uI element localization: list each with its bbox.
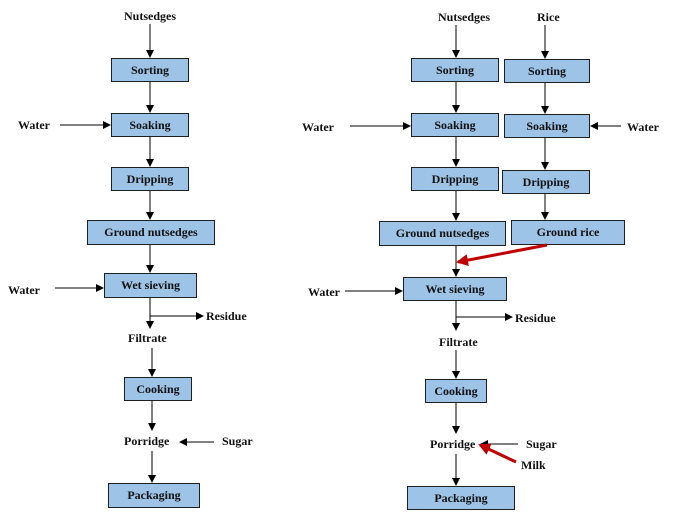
left-porridge-label: Porridge bbox=[124, 434, 170, 448]
left-residue-label: Residue bbox=[206, 309, 247, 323]
left-arrows bbox=[55, 24, 214, 483]
left-input-nutsedges: Nutsedges bbox=[124, 9, 177, 23]
right-arrow-residue bbox=[455, 301, 513, 321]
left-dripping-box: Dripping bbox=[111, 167, 189, 191]
right-milk-label: Milk bbox=[521, 458, 546, 472]
red-arrow-groundrice-wetsieving bbox=[456, 243, 548, 267]
right-cooking-box: Cooking bbox=[425, 379, 487, 403]
right-wet-sieving-box: Wet sieving bbox=[403, 277, 507, 301]
right-sugar-label: Sugar bbox=[526, 437, 557, 451]
right-water-soaking-rice-label: Water bbox=[627, 120, 659, 134]
right-water-soaking-nutsedges-label: Water bbox=[302, 120, 334, 134]
right-input-nutsedges: Nutsedges bbox=[438, 10, 491, 24]
left-packaging-box: Packaging bbox=[108, 483, 200, 508]
right-dripping-rice-box: Dripping bbox=[502, 170, 590, 194]
red-arrow-milk-porridge bbox=[478, 443, 517, 464]
left-ground-nutsedges-box: Ground nutsedges bbox=[87, 220, 215, 245]
right-arrows bbox=[345, 25, 621, 486]
right-sorting-rice-box: Sorting bbox=[504, 59, 590, 83]
left-soaking-box: Soaking bbox=[111, 113, 189, 137]
right-ground-nutsedges-box: Ground nutsedges bbox=[379, 221, 506, 246]
right-residue-label: Residue bbox=[515, 311, 556, 325]
left-cooking-box: Cooking bbox=[124, 377, 192, 401]
highlight-arrows bbox=[456, 243, 548, 464]
right-water-sieving-label: Water bbox=[308, 285, 340, 299]
left-arrow-residue bbox=[149, 298, 204, 320]
left-water-soaking-label: Water bbox=[18, 118, 50, 132]
left-filtrate-label: Filtrate bbox=[128, 331, 167, 345]
left-sugar-label: Sugar bbox=[222, 434, 253, 448]
right-soaking-nutsedges-box: Soaking bbox=[411, 113, 499, 137]
left-sorting-box: Sorting bbox=[111, 58, 189, 82]
right-packaging-box: Packaging bbox=[407, 486, 515, 510]
right-dripping-nutsedges-box: Dripping bbox=[411, 167, 499, 191]
right-porridge-label: Porridge bbox=[430, 437, 476, 451]
right-filtrate-label: Filtrate bbox=[439, 335, 478, 349]
left-wet-sieving-box: Wet sieving bbox=[104, 273, 197, 298]
right-ground-rice-box: Ground rice bbox=[511, 220, 625, 245]
right-input-rice: Rice bbox=[537, 10, 560, 24]
left-water-sieving-label: Water bbox=[8, 283, 40, 297]
right-soaking-rice-box: Soaking bbox=[504, 114, 590, 138]
right-sorting-nutsedges-box: Sorting bbox=[411, 58, 499, 82]
